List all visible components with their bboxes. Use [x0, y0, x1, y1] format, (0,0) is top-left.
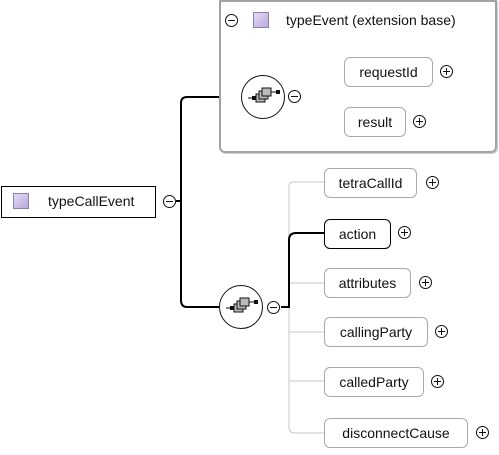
element-callingParty[interactable]: callingParty — [324, 317, 428, 347]
collapse-sequence-icon[interactable] — [267, 301, 280, 314]
collapse-extension-icon[interactable] — [225, 14, 238, 27]
expand-result-icon[interactable] — [413, 115, 426, 128]
expand-calledParty-icon[interactable] — [431, 375, 444, 388]
expand-tetraCallId-icon[interactable] — [426, 176, 439, 189]
complex-type-icon — [13, 193, 29, 209]
expand-disconnectCause-icon[interactable] — [476, 426, 489, 439]
element-action[interactable]: action — [324, 219, 391, 249]
active-branch-line — [281, 232, 324, 308]
sequence-compositor-icon[interactable] — [219, 285, 263, 329]
complex-type-icon — [253, 12, 269, 28]
root-connector — [176, 96, 241, 308]
expand-callingParty-icon[interactable] — [435, 325, 448, 338]
collapse-root-icon[interactable] — [163, 195, 176, 208]
element-tetraCallId[interactable]: tetraCallId — [324, 168, 417, 198]
collapse-extension-sequence-icon[interactable] — [288, 90, 301, 103]
element-calledParty[interactable]: calledParty — [324, 367, 424, 397]
element-result[interactable]: result — [344, 107, 406, 137]
sequence-compositor-icon[interactable] — [241, 75, 285, 119]
element-requestId[interactable]: requestId — [344, 57, 433, 87]
expand-action-icon[interactable] — [398, 226, 411, 239]
element-disconnectCause[interactable]: disconnectCause — [324, 418, 468, 448]
element-attributes[interactable]: attributes — [324, 268, 411, 298]
root-type-label: typeCallEvent — [48, 193, 135, 209]
expand-requestId-icon[interactable] — [440, 65, 453, 78]
expand-attributes-icon[interactable] — [419, 276, 432, 289]
sequence-branch-lines — [288, 181, 324, 434]
extension-base-label: typeEvent (extension base) — [286, 12, 456, 28]
